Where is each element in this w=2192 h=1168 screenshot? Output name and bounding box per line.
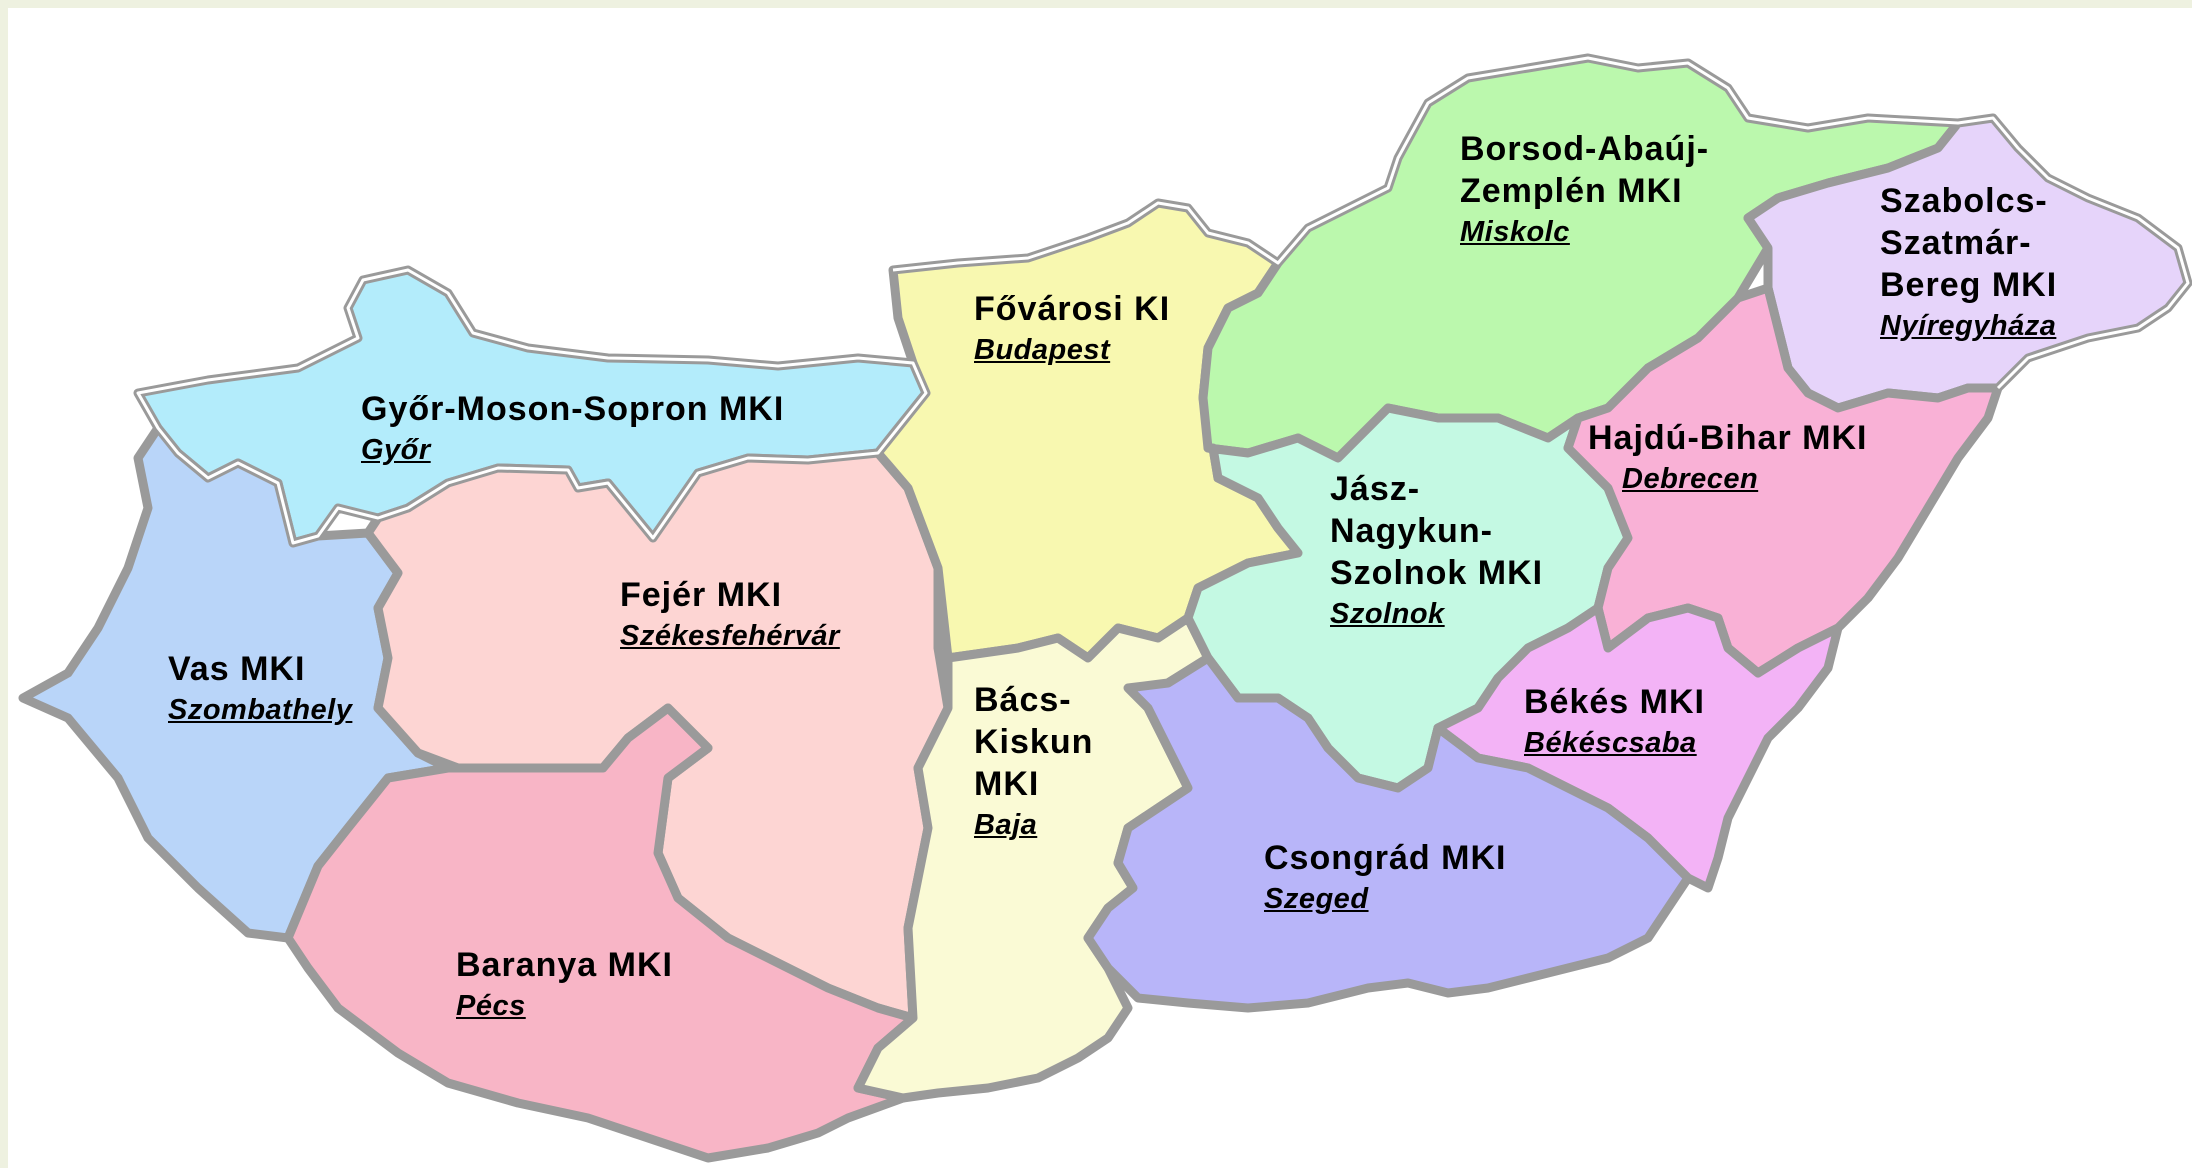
city-link-nyiregyhaza[interactable]: Nyíregyháza <box>1880 310 2057 342</box>
region-name: Baranya MKI <box>456 946 673 984</box>
label-fejer: Fejér MKI Székesfehérvár <box>620 574 840 651</box>
label-baranya: Baranya MKI Pécs <box>456 944 673 1021</box>
label-bekes: Békés MKI Békéscsaba <box>1524 681 1705 758</box>
city-link-baja[interactable]: Baja <box>974 809 1038 841</box>
hungary-map <box>18 53 2192 1163</box>
region-name: Jász- Nagykun- Szolnok MKI <box>1330 470 1544 592</box>
city-link-bekescsaba[interactable]: Békéscsaba <box>1524 727 1697 759</box>
region-name: Vas MKI <box>168 650 306 688</box>
region-baranya[interactable] <box>283 703 918 1163</box>
label-bacs-kiskun: Bács- Kiskun MKI Baja <box>974 679 1093 840</box>
map-frame: Győr-Moson-Sopron MKI Győr Vas MKI Szomb… <box>8 8 2192 1168</box>
city-link-szekesfehervar[interactable]: Székesfehérvár <box>620 620 840 652</box>
label-szabolcs-szatmar-bereg: Szabolcs- Szatmár- Bereg MKI Nyíregyháza <box>1880 180 2057 341</box>
label-jasz-nagykun-szolnok: Jász- Nagykun- Szolnok MKI Szolnok <box>1330 468 1543 629</box>
region-borders <box>136 56 2190 545</box>
region-name: Hajdú-Bihar MKI <box>1588 419 1868 457</box>
city-link-miskolc[interactable]: Miskolc <box>1460 216 1570 248</box>
city-link-szeged[interactable]: Szeged <box>1264 883 1369 915</box>
label-vas: Vas MKI Szombathely <box>168 648 352 725</box>
label-borsod-abauj-zemplen: Borsod-Abaúj- Zemplén MKI Miskolc <box>1460 128 1709 247</box>
region-name: Békés MKI <box>1524 683 1705 721</box>
city-link-budapest[interactable]: Budapest <box>974 334 1111 366</box>
city-link-debrecen[interactable]: Debrecen <box>1622 463 1759 495</box>
region-name: Csongrád MKI <box>1264 839 1507 877</box>
region-name: Fővárosi KI <box>974 290 1171 328</box>
city-link-szombathely[interactable]: Szombathely <box>168 694 353 726</box>
region-name: Szabolcs- Szatmár- Bereg MKI <box>1880 182 2058 304</box>
city-link-pecs[interactable]: Pécs <box>456 990 526 1022</box>
label-hajdu-bihar: Hajdú-Bihar MKI Debrecen <box>1588 417 1867 494</box>
region-csongrad[interactable] <box>1083 653 1693 1013</box>
city-link-gyor[interactable]: Győr <box>361 434 431 466</box>
city-link-szolnok[interactable]: Szolnok <box>1330 598 1445 630</box>
region-name: Borsod-Abaúj- Zemplén MKI <box>1460 130 1710 210</box>
region-name: Fejér MKI <box>620 576 783 614</box>
region-name: Bács- Kiskun MKI <box>974 681 1094 803</box>
region-name: Győr-Moson-Sopron MKI <box>361 390 785 428</box>
label-budapest: Fővárosi KI Budapest <box>974 288 1170 365</box>
label-csongrad: Csongrád MKI Szeged <box>1264 837 1506 914</box>
label-gyor-moson-sopron: Győr-Moson-Sopron MKI Győr <box>361 388 784 465</box>
